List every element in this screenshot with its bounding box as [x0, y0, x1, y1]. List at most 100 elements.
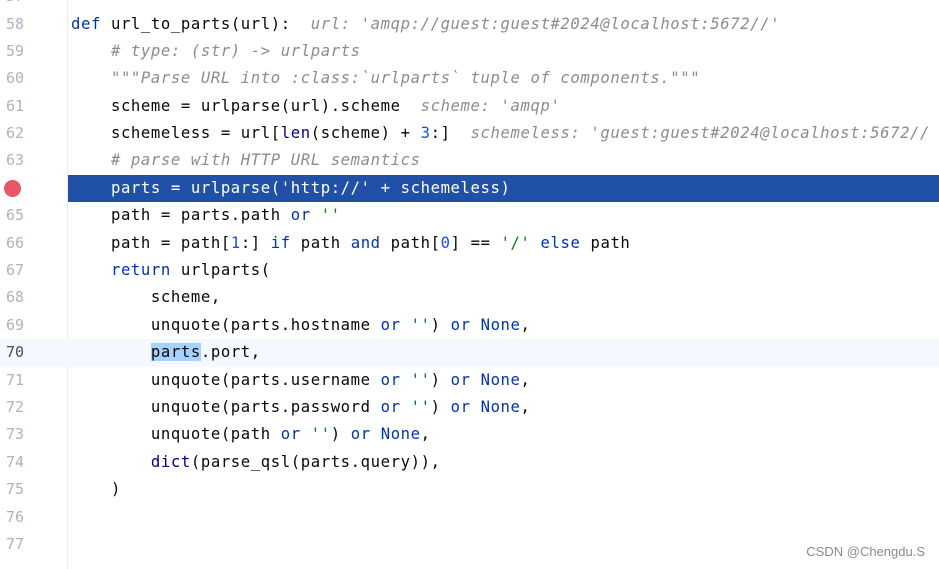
- breakpoint-icon[interactable]: [4, 180, 21, 198]
- code-token: 0: [440, 233, 451, 252]
- code-token: unquote(parts.hostname: [71, 315, 381, 334]
- line-number[interactable]: 75: [5, 480, 24, 499]
- code-line-76[interactable]: 76: [0, 504, 939, 531]
- code-token: schemeless = url[: [71, 124, 281, 143]
- code-text[interactable]: """Parse URL into :class:`urlparts` tupl…: [71, 65, 700, 92]
- code-token: '': [410, 370, 431, 389]
- code-token: [71, 343, 151, 361]
- code-token: path: [290, 233, 351, 252]
- code-token: def: [71, 14, 101, 33]
- code-line-77[interactable]: 77: [0, 531, 939, 558]
- code-token: path[: [380, 233, 441, 252]
- line-number[interactable]: 77: [5, 534, 24, 553]
- code-text[interactable]: unquote(parts.username or '') or None,: [71, 367, 531, 394]
- code-token: [401, 316, 411, 334]
- line-number[interactable]: 73: [5, 425, 24, 444]
- code-token: or: [280, 425, 301, 444]
- line-number[interactable]: 59: [5, 41, 24, 60]
- code-line-72[interactable]: 72 unquote(parts.password or '') or None…: [0, 394, 939, 421]
- code-token: # parse with HTTP URL semantics: [110, 151, 421, 170]
- code-token: scheme,: [71, 288, 221, 307]
- code-line-75[interactable]: 75 ): [0, 476, 939, 503]
- code-text[interactable]: def url_to_parts(url): url: 'amqp://gues…: [71, 11, 780, 38]
- line-number[interactable]: 70: [5, 343, 24, 362]
- code-token: [471, 371, 481, 389]
- line-number[interactable]: 69: [5, 315, 24, 334]
- code-text[interactable]: parts.port,: [71, 339, 261, 366]
- code-text[interactable]: # type: (str) -> urlparts: [71, 38, 361, 65]
- code-line-71[interactable]: 71 unquote(parts.username or '') or None…: [0, 367, 939, 394]
- code-line-57[interactable]: 57: [0, 0, 939, 11]
- code-token: len: [280, 124, 311, 143]
- code-line-60[interactable]: 60 """Parse URL into :class:`urlparts` t…: [0, 65, 939, 92]
- code-token: or: [290, 206, 311, 225]
- code-line-73[interactable]: 73 unquote(path or '') or None,: [0, 421, 939, 448]
- line-number[interactable]: 74: [5, 452, 24, 471]
- code-line-74[interactable]: 74 dict(parse_qsl(parts.query)),: [0, 449, 939, 476]
- code-line-65[interactable]: 65 path = parts.path or '': [0, 202, 939, 229]
- code-token: ,: [420, 425, 431, 444]
- code-token: [531, 234, 541, 252]
- line-number-gutter[interactable]: [0, 0, 68, 569]
- code-line-67[interactable]: 67 return urlparts(: [0, 257, 939, 284]
- code-token: path = path[: [71, 233, 231, 252]
- code-line-59[interactable]: 59 # type: (str) -> urlparts: [0, 38, 939, 65]
- code-text[interactable]: schemeless = url[len(scheme) + 3:] schem…: [71, 120, 930, 147]
- code-token: unquote(path: [71, 425, 281, 444]
- inline-value-hint: schemeless: 'guest:guest#2024@localhost:…: [450, 124, 931, 143]
- code-token: (parse_qsl(parts.query)),: [190, 452, 441, 471]
- line-number[interactable]: 63: [5, 151, 24, 170]
- line-number[interactable]: 60: [5, 69, 24, 88]
- code-text[interactable]: dict(parse_qsl(parts.query)),: [71, 449, 441, 476]
- code-line-62[interactable]: 62 schemeless = url[len(scheme) + 3:] sc…: [0, 120, 939, 147]
- code-text[interactable]: path = path[1:] if path and path[0] == '…: [71, 230, 630, 257]
- code-token: None: [480, 370, 521, 389]
- inline-value-hint: scheme: 'amqp': [400, 96, 561, 115]
- line-number[interactable]: 58: [5, 14, 24, 33]
- code-text[interactable]: unquote(path or '') or None,: [71, 421, 431, 448]
- line-number[interactable]: 68: [5, 288, 24, 307]
- line-number[interactable]: 65: [5, 206, 24, 225]
- code-token: parts = urlparse('http://' + schemeless): [71, 178, 511, 197]
- code-text[interactable]: unquote(parts.hostname or '') or None,: [71, 312, 531, 339]
- line-number[interactable]: 71: [5, 370, 24, 389]
- code-text[interactable]: unquote(parts.password or '') or None,: [71, 394, 531, 421]
- line-number[interactable]: 61: [5, 96, 24, 115]
- code-token: dict: [150, 452, 191, 471]
- line-number[interactable]: 76: [5, 507, 24, 526]
- line-number[interactable]: 66: [5, 233, 24, 252]
- line-number[interactable]: 67: [5, 261, 24, 280]
- code-text[interactable]: parts = urlparse('http://' + schemeless): [71, 175, 510, 202]
- code-line-70[interactable]: 70 parts.port,: [0, 339, 939, 367]
- code-token: '': [410, 315, 431, 334]
- code-token: or: [450, 370, 471, 389]
- code-token: [71, 69, 111, 87]
- code-token: unquote(parts.password: [71, 397, 381, 416]
- code-token: None: [380, 425, 421, 444]
- code-line-68[interactable]: 68 scheme,: [0, 284, 939, 311]
- selected-text: parts: [150, 343, 201, 362]
- code-token: or: [450, 397, 471, 416]
- code-line-66[interactable]: 66 path = path[1:] if path and path[0] =…: [0, 230, 939, 257]
- code-token: [71, 42, 111, 60]
- code-text[interactable]: scheme,: [71, 284, 221, 311]
- code-text[interactable]: ): [71, 476, 121, 503]
- code-text[interactable]: return urlparts(: [71, 257, 271, 284]
- code-token: and: [350, 233, 381, 252]
- code-line-58[interactable]: 58 def url_to_parts(url): url: 'amqp://gu…: [0, 11, 939, 38]
- code-line-64[interactable]: parts = urlparse('http://' + schemeless): [0, 174, 939, 203]
- line-number[interactable]: 62: [5, 124, 24, 143]
- line-number[interactable]: 72: [5, 397, 24, 416]
- code-token: return: [110, 261, 171, 280]
- code-token: (scheme) +: [310, 124, 421, 143]
- code-line-69[interactable]: 69 unquote(parts.hostname or '') or None…: [0, 312, 939, 339]
- code-token: if: [270, 233, 291, 252]
- code-token: else: [540, 233, 581, 252]
- code-text[interactable]: scheme = urlparse(url).scheme scheme: 'a…: [71, 93, 560, 120]
- code-line-61[interactable]: 61 scheme = urlparse(url).scheme scheme:…: [0, 93, 939, 120]
- line-number[interactable]: 57: [0, 0, 24, 11]
- code-text[interactable]: path = parts.path or '': [71, 202, 341, 229]
- code-line-63[interactable]: 63 # parse with HTTP URL semantics: [0, 147, 939, 174]
- code-text[interactable]: # parse with HTTP URL semantics: [71, 147, 421, 174]
